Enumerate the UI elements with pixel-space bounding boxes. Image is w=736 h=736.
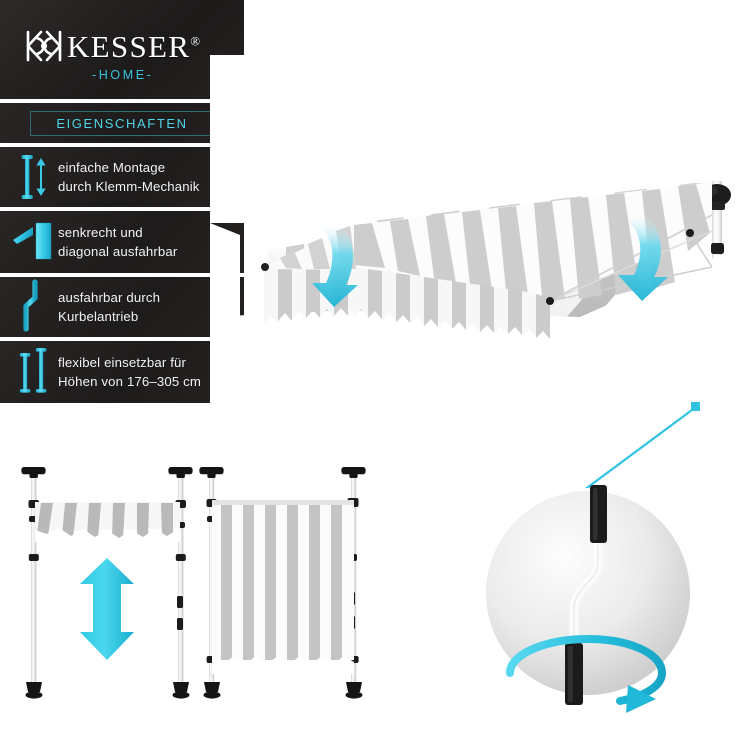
retracted-pole-right xyxy=(168,467,193,699)
feature-2-text: senkrecht und diagonal ausfahrbar xyxy=(58,223,240,261)
retracted-pole-left xyxy=(21,467,46,699)
feature-1-line2: durch Klemm-Mechanik xyxy=(58,179,200,194)
retracted-awning-height-illustration xyxy=(10,450,210,715)
feature-row-2: senkrecht und diagonal ausfahrbar xyxy=(0,211,244,273)
feature-4-line2: Höhen von 176–305 cm xyxy=(58,374,202,389)
height-adjust-double-arrow xyxy=(80,558,134,660)
feature-1-text: einfache Montage durch Klemm-Mechanik xyxy=(58,158,240,196)
section-title-text: EIGENSCHAFTEN xyxy=(56,116,188,131)
registered-mark: ® xyxy=(190,33,201,49)
extend-arrow-right xyxy=(618,215,668,301)
feature-3-text: ausfahrbar durch Kurbelantrieb xyxy=(58,288,240,326)
feature-4-line1: flexibel einsetzbar für xyxy=(58,354,187,370)
brand-logo: KESSER® -HOME- xyxy=(0,0,244,99)
feature-3-line1: ausfahrbar durch xyxy=(58,289,161,305)
feature-row-4: flexibel einsetzbar für Höhen von 176–30… xyxy=(0,341,244,403)
crank-rod-detail xyxy=(565,485,607,705)
kesser-monogram-icon xyxy=(26,30,62,62)
retracted-canopy xyxy=(35,502,180,542)
extend-arrow-left xyxy=(312,225,358,307)
vertical-and-diagonal-panels-icon xyxy=(8,211,70,273)
feature-2-line2: diagonal ausfahrbar xyxy=(58,244,178,259)
section-title-box: EIGENSCHAFTEN xyxy=(30,111,214,136)
feature-row-1: einfache Montage durch Klemm-Mechanik xyxy=(0,147,244,207)
awning-left-tip-mount xyxy=(261,263,269,271)
pole-with-double-arrow-icon xyxy=(8,147,70,207)
section-title-panel: EIGENSCHAFTEN xyxy=(0,103,244,143)
feature-2-line1: senkrecht und xyxy=(58,224,143,240)
brand-logo-panel: KESSER® -HOME- xyxy=(0,0,244,99)
crank-detail-magnifier xyxy=(470,395,736,725)
vertical-awning-privacy-illustration xyxy=(195,450,375,715)
brand-name: KESSER® xyxy=(67,28,201,64)
brand-subtitle: -HOME- xyxy=(92,68,154,82)
feature-4-text: flexibel einsetzbar für Höhen von 176–30… xyxy=(58,353,240,391)
rotation-arrow xyxy=(506,634,667,713)
awning-front-valance xyxy=(354,267,550,339)
crank-handle-icon xyxy=(8,277,70,337)
two-poles-height-icon xyxy=(8,341,70,403)
feature-3-line2: Kurbelantrieb xyxy=(58,309,139,324)
feature-1-line1: einfache Montage xyxy=(58,159,166,175)
vertical-canopy xyxy=(212,500,354,674)
feature-row-3: ausfahrbar durch Kurbelantrieb xyxy=(0,277,244,337)
